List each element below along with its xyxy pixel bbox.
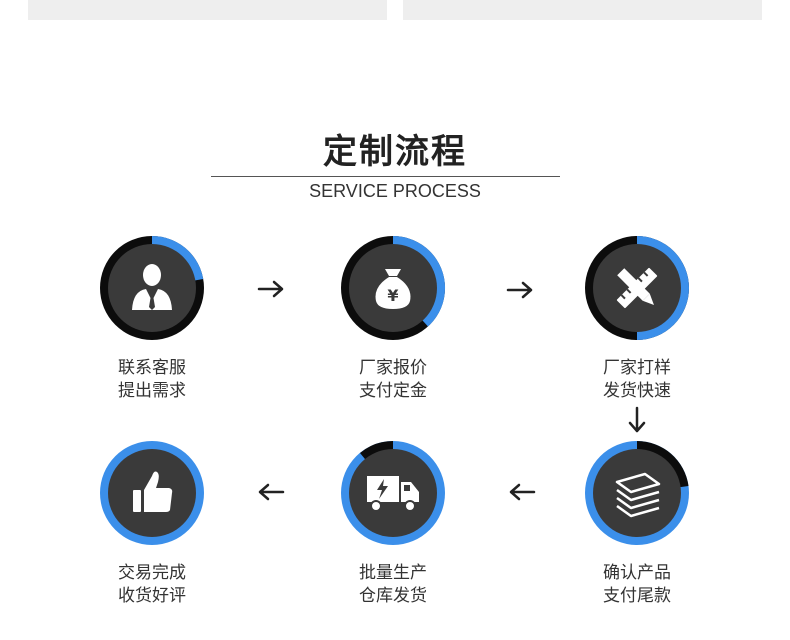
step-6-line-2: 收货好评 (118, 586, 186, 606)
arrow-left-icon-2 (258, 483, 285, 501)
page-subtitle: SERVICE PROCESS (309, 181, 481, 201)
step-ring-1 (100, 236, 204, 340)
arrow-right-icon-1 (257, 280, 284, 298)
step-5-line-1: 批量生产 (359, 563, 427, 583)
top-right-panel (403, 0, 762, 20)
step-confirm-final-payment: 确认产品 支付尾款 (562, 440, 712, 608)
delivery-truck-icon (367, 476, 419, 512)
step-1-line-2: 提出需求 (118, 381, 186, 401)
svg-text:¥: ¥ (387, 286, 398, 305)
pencil-ruler-icon (616, 267, 658, 309)
step-3-line-1: 厂家打样 (603, 358, 671, 378)
step-1-line-1: 联系客服 (118, 358, 186, 378)
thumbs-up-icon (133, 471, 173, 512)
arrow-right-icon-2 (506, 281, 533, 299)
step-transaction-complete: 交易完成 收货好评 (77, 440, 227, 608)
step-contact-service: 联系客服 提出需求 (77, 235, 227, 403)
money-bag-icon: ¥ (375, 269, 411, 309)
step-quotation-deposit: ¥ 厂家报价 支付定金 (318, 235, 468, 403)
top-left-panel (28, 0, 387, 20)
step-sample-shipping: 厂家打样 发货快速 (562, 235, 712, 403)
customer-service-person-icon (132, 264, 172, 310)
step-5-line-2: 仓库发货 (359, 586, 427, 606)
title-divider (211, 176, 560, 177)
step-mass-production: 批量生产 仓库发货 (318, 440, 468, 608)
step-ring-3 (585, 236, 689, 340)
step-ring-4 (585, 441, 689, 545)
arrow-down-icon (628, 406, 646, 433)
step-2-line-2: 支付定金 (359, 381, 427, 401)
step-6-line-1: 交易完成 (118, 563, 186, 583)
stacked-sheets-icon (615, 472, 661, 518)
step-ring-6 (100, 441, 204, 545)
step-ring-5 (341, 441, 445, 545)
step-3-line-2: 发货快速 (603, 381, 671, 401)
step-4-line-1: 确认产品 (603, 563, 671, 583)
step-4-line-2: 支付尾款 (603, 586, 671, 606)
step-2-line-1: 厂家报价 (359, 358, 427, 378)
arrow-left-icon-1 (509, 483, 536, 501)
page-title: 定制流程 (323, 132, 467, 172)
step-ring-2: ¥ (341, 235, 446, 340)
